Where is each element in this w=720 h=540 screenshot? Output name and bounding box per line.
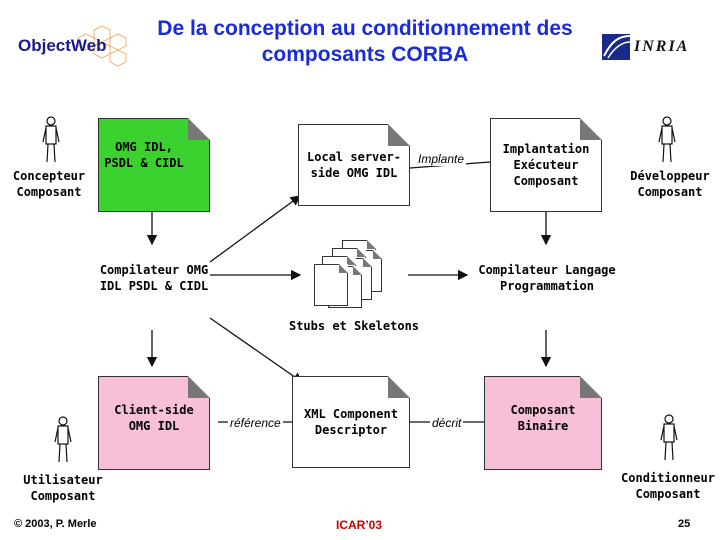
doc-implantation-label: Implantation Exécuteur Composant xyxy=(502,142,590,188)
doc-fold-icon xyxy=(388,376,410,398)
doc-fold-icon xyxy=(188,118,210,140)
footer-conference: ICAR’03 xyxy=(336,518,383,532)
relation-reference: référence xyxy=(228,416,283,430)
page-title: De la conception au conditionnement des … xyxy=(157,17,573,66)
hexagon-pattern-icon xyxy=(77,25,127,67)
inria-logo: INRIA xyxy=(600,30,710,66)
doc-fold-icon xyxy=(188,376,210,398)
tool-compilateur-idl: Compilateur OMG IDL PSDL & CIDL xyxy=(99,263,209,293)
inria-emblem-icon xyxy=(602,34,631,60)
doc-fold-icon xyxy=(388,124,410,146)
stubs-stack-icon xyxy=(314,238,394,318)
objectweb-logo-text: ObjectWeb xyxy=(18,36,107,55)
actor-utilisateur-label: Utilisateur Composant xyxy=(23,473,103,503)
doc-fold-icon xyxy=(580,376,602,398)
relation-decrit: décrit xyxy=(430,416,464,430)
doc-composant-binaire: Composant Binaire xyxy=(484,376,602,470)
doc-fold-icon xyxy=(580,118,602,140)
doc-implantation: Implantation Exécuteur Composant xyxy=(490,118,602,212)
doc-xml-descriptor: XML Component Descriptor xyxy=(292,376,410,468)
doc-local-server-label: Local server-side OMG IDL xyxy=(307,150,401,180)
conditionneur-person-icon xyxy=(660,414,678,461)
stubs-label: Stubs et Skeletons xyxy=(288,319,420,333)
doc-client-side: Client-side OMG IDL xyxy=(98,376,210,470)
stub-page xyxy=(314,264,348,306)
footer-page-number: 25 xyxy=(678,518,691,530)
developpeur-person-icon xyxy=(658,116,676,163)
footer-copyright: © 2003, P. Merle xyxy=(14,518,97,530)
doc-omg-idl-label: OMG IDL, PSDL & CIDL xyxy=(104,140,184,170)
doc-local-server: Local server-side OMG IDL xyxy=(298,124,410,206)
concepteur-person-icon xyxy=(42,116,60,163)
doc-client-side-label: Client-side OMG IDL xyxy=(114,403,194,433)
relation-implante: Implante xyxy=(416,152,467,166)
objectweb-logo: ObjectWeb xyxy=(14,24,134,68)
actor-conditionneur-label: Conditionneur Composant xyxy=(621,471,715,501)
inria-logo-text: INRIA xyxy=(634,38,690,55)
arrow-compilateur-to-local xyxy=(209,195,302,263)
actor-developpeur-label: Développeur Composant xyxy=(630,169,710,199)
doc-omg-idl: OMG IDL, PSDL & CIDL xyxy=(98,118,210,212)
doc-composant-binaire-label: Composant Binaire xyxy=(510,403,576,433)
doc-xml-descriptor-label: XML Component Descriptor xyxy=(304,407,398,437)
arrow-compilateur-to-xml xyxy=(209,317,304,383)
tool-compilateur-langage: Compilateur Langage Programmation xyxy=(478,263,616,293)
utilisateur-person-icon xyxy=(54,416,72,463)
actor-concepteur-label: Concepteur Composant xyxy=(12,169,86,199)
